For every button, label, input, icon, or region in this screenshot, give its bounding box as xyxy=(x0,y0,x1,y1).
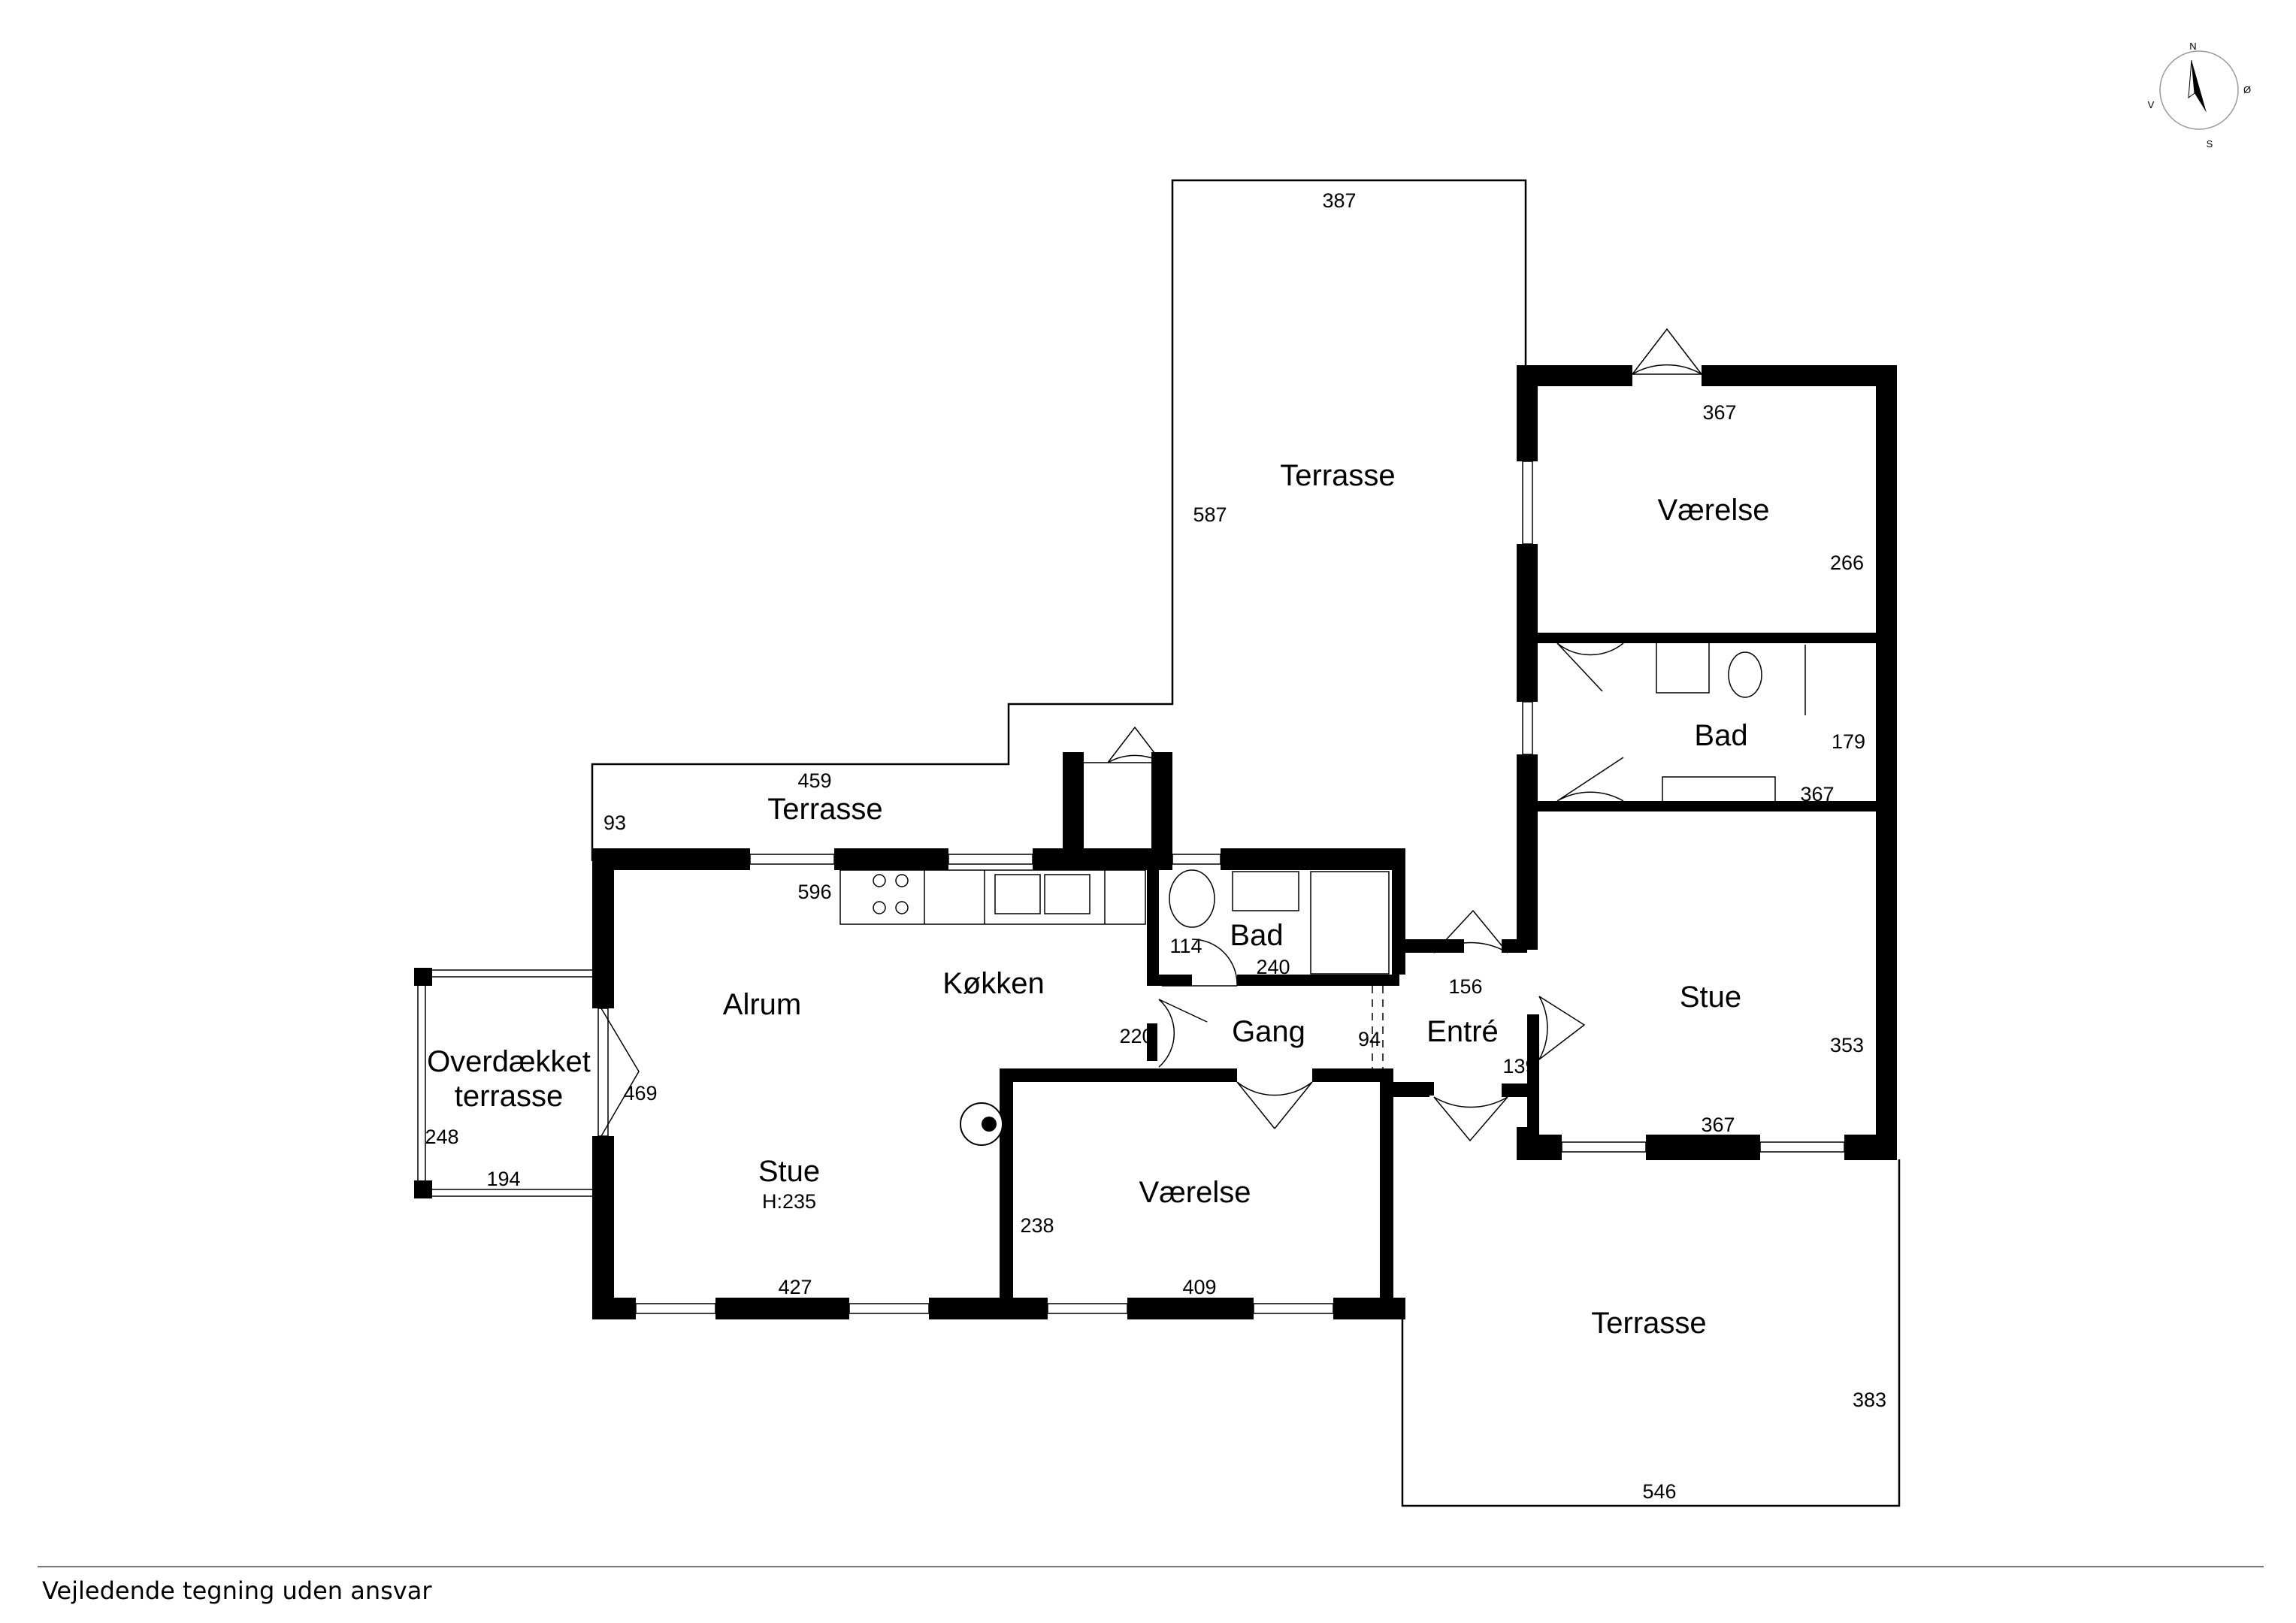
footer-divider xyxy=(38,1566,2264,1567)
dim-vaerelse-north-height: 266 xyxy=(1830,552,1864,574)
dim-terrasse-north-height: 587 xyxy=(1193,503,1227,526)
room-label-bad-small: Bad xyxy=(1230,919,1283,952)
room-label-stue-main: Stue xyxy=(758,1155,820,1188)
dim-bad-east-width: 367 xyxy=(1800,783,1834,805)
compass-west: V xyxy=(2148,99,2155,110)
kitchen-counter xyxy=(839,869,1146,925)
east-house-walls xyxy=(1392,365,1897,1160)
terrasse-north-outline xyxy=(591,179,1527,861)
dim-entre-height: 139 xyxy=(1502,1055,1536,1077)
compass-rose: N S Ø V xyxy=(2148,41,2251,150)
dim-bad-small-width: 240 xyxy=(1256,956,1290,978)
ceiling-height-stue-main: H:235 xyxy=(762,1190,816,1213)
dim-stue-main-width: 427 xyxy=(778,1276,812,1298)
dim-vaerelse-south-height: 238 xyxy=(1020,1214,1054,1237)
dim-bad-east-height: 179 xyxy=(1832,730,1865,753)
bath-fixtures xyxy=(1169,641,1806,975)
dim-overdaekket-width: 194 xyxy=(486,1168,520,1190)
room-label-stue-east: Stue xyxy=(1680,981,1741,1014)
dim-terrasse-west-height: 93 xyxy=(603,812,626,834)
room-label-gang: Gang xyxy=(1232,1015,1305,1048)
dim-stue-east-height: 353 xyxy=(1830,1034,1864,1056)
room-label-terrasse-south: Terrasse xyxy=(1591,1307,1706,1340)
room-label-entre: Entré xyxy=(1426,1015,1499,1048)
room-label-terrasse-north: Terrasse xyxy=(1280,459,1395,492)
room-label-overdaekket: Overdækket xyxy=(427,1045,591,1078)
west-house-walls xyxy=(592,752,1464,1319)
room-label-vaerelse-south: Værelse xyxy=(1139,1176,1251,1209)
dim-vaerelse-north-width: 367 xyxy=(1702,401,1736,424)
compass-south: S xyxy=(2207,138,2213,150)
covered-terrace xyxy=(414,968,594,1198)
room-label-vaerelse-north: Værelse xyxy=(1658,494,1770,527)
room-label-terrasse-west: Terrasse xyxy=(767,793,882,826)
compass-north: N xyxy=(2189,41,2196,52)
compass-east: Ø xyxy=(2243,84,2251,95)
dim-gang-height: 220 xyxy=(1119,1025,1153,1047)
dim-entre-left: 94 xyxy=(1358,1028,1381,1050)
dim-terrasse-west-width: 459 xyxy=(797,769,831,792)
dim-bad-small-height: 114 xyxy=(1169,935,1202,957)
dim-terrasse-north-width: 387 xyxy=(1322,189,1356,212)
dim-terrasse-south-width: 546 xyxy=(1642,1480,1676,1503)
stove xyxy=(960,1102,1003,1146)
dim-kitchen-width: 596 xyxy=(797,881,831,903)
room-label-overdaekket-terrasse: terrasse xyxy=(455,1080,564,1113)
room-label-bad-east: Bad xyxy=(1694,719,1747,752)
terrasse-south-outline xyxy=(1401,1159,1901,1507)
dim-overdaekket-side: 248 xyxy=(425,1126,458,1148)
dim-entre-width: 156 xyxy=(1448,975,1482,998)
room-label-alrum: Alrum xyxy=(723,988,801,1021)
dim-stue-east-width: 367 xyxy=(1701,1114,1735,1136)
dim-terrasse-south-height: 383 xyxy=(1853,1389,1886,1411)
doors xyxy=(600,328,1702,1142)
dim-overdaekket-height: 469 xyxy=(623,1082,657,1105)
dim-vaerelse-south-width: 409 xyxy=(1182,1276,1216,1298)
room-label-koekken: Køkken xyxy=(942,967,1045,1000)
disclaimer-text: Vejledende tegning uden ansvar xyxy=(42,1576,432,1605)
compass-needle-icon xyxy=(2192,60,2207,113)
